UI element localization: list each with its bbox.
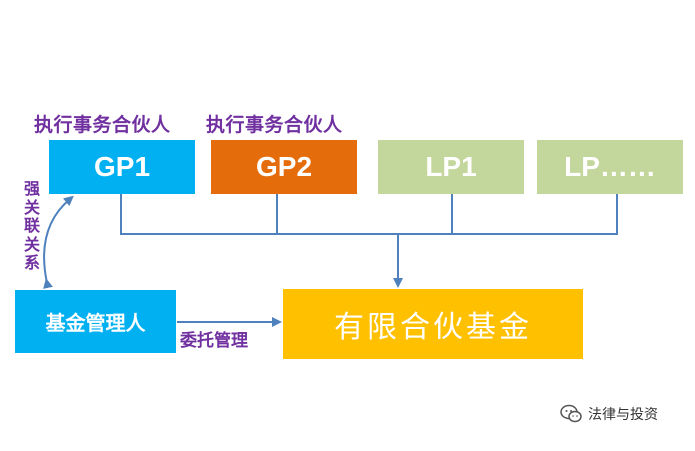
- watermark-text: 法律与投资: [588, 407, 658, 423]
- strong-relation-label: 强关联关系: [23, 179, 40, 272]
- gp1-role-label: 执行事务合伙人: [34, 114, 171, 136]
- lp1-box: LP1: [378, 140, 524, 194]
- gp2-box: GP2: [211, 140, 357, 194]
- lp-more-box: LP……: [537, 140, 683, 194]
- gp1-box: GP1: [49, 140, 195, 194]
- entrusted-management-label: 委托管理: [180, 331, 248, 351]
- gp2-role-label: 执行事务合伙人: [206, 114, 343, 136]
- watermark: 法律与投资: [560, 404, 658, 424]
- fund-manager-box: 基金管理人: [15, 290, 176, 353]
- wechat-icon: [560, 404, 582, 423]
- strong-relation-arrow: [43, 195, 74, 289]
- limited-partnership-fund-box: 有限合伙基金: [283, 289, 583, 359]
